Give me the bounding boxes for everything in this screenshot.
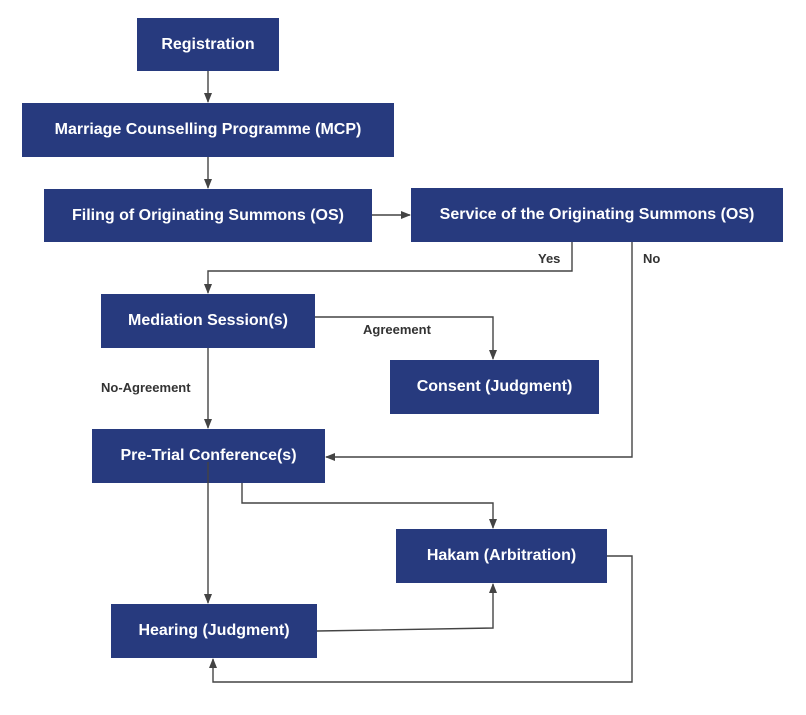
edge-label-yes: Yes [538,251,561,266]
edge-label-no-agreement: No-Agreement [101,380,191,395]
edge-hearing-to-hakam [316,583,497,632]
hakam-node: Hakam (Arbitration) [396,529,607,583]
mediation-node: Mediation Session(s) [101,294,315,348]
consent-node: Consent (Judgment) [390,360,599,414]
edge-service-no-to-pretrial [325,242,633,461]
edge-mediation-agreement-to-consent [315,316,497,360]
edge-label-no: No [643,251,661,266]
registration-node: Registration [137,18,279,71]
mcp-node: Marriage Counselling Programme (MCP) [22,103,394,157]
edge-label-agreement: Agreement [363,322,431,337]
service-os-node: Service of the Originating Summons (OS) [411,188,783,242]
edge-pretrial-to-hakam [241,483,497,529]
edge-hakam-to-hearing [209,555,633,683]
edge-service-yes-to-mediation [204,242,573,294]
filing-os-node: Filing of Originating Summons (OS) [44,189,372,242]
hearing-node: Hearing (Judgment) [111,604,317,658]
